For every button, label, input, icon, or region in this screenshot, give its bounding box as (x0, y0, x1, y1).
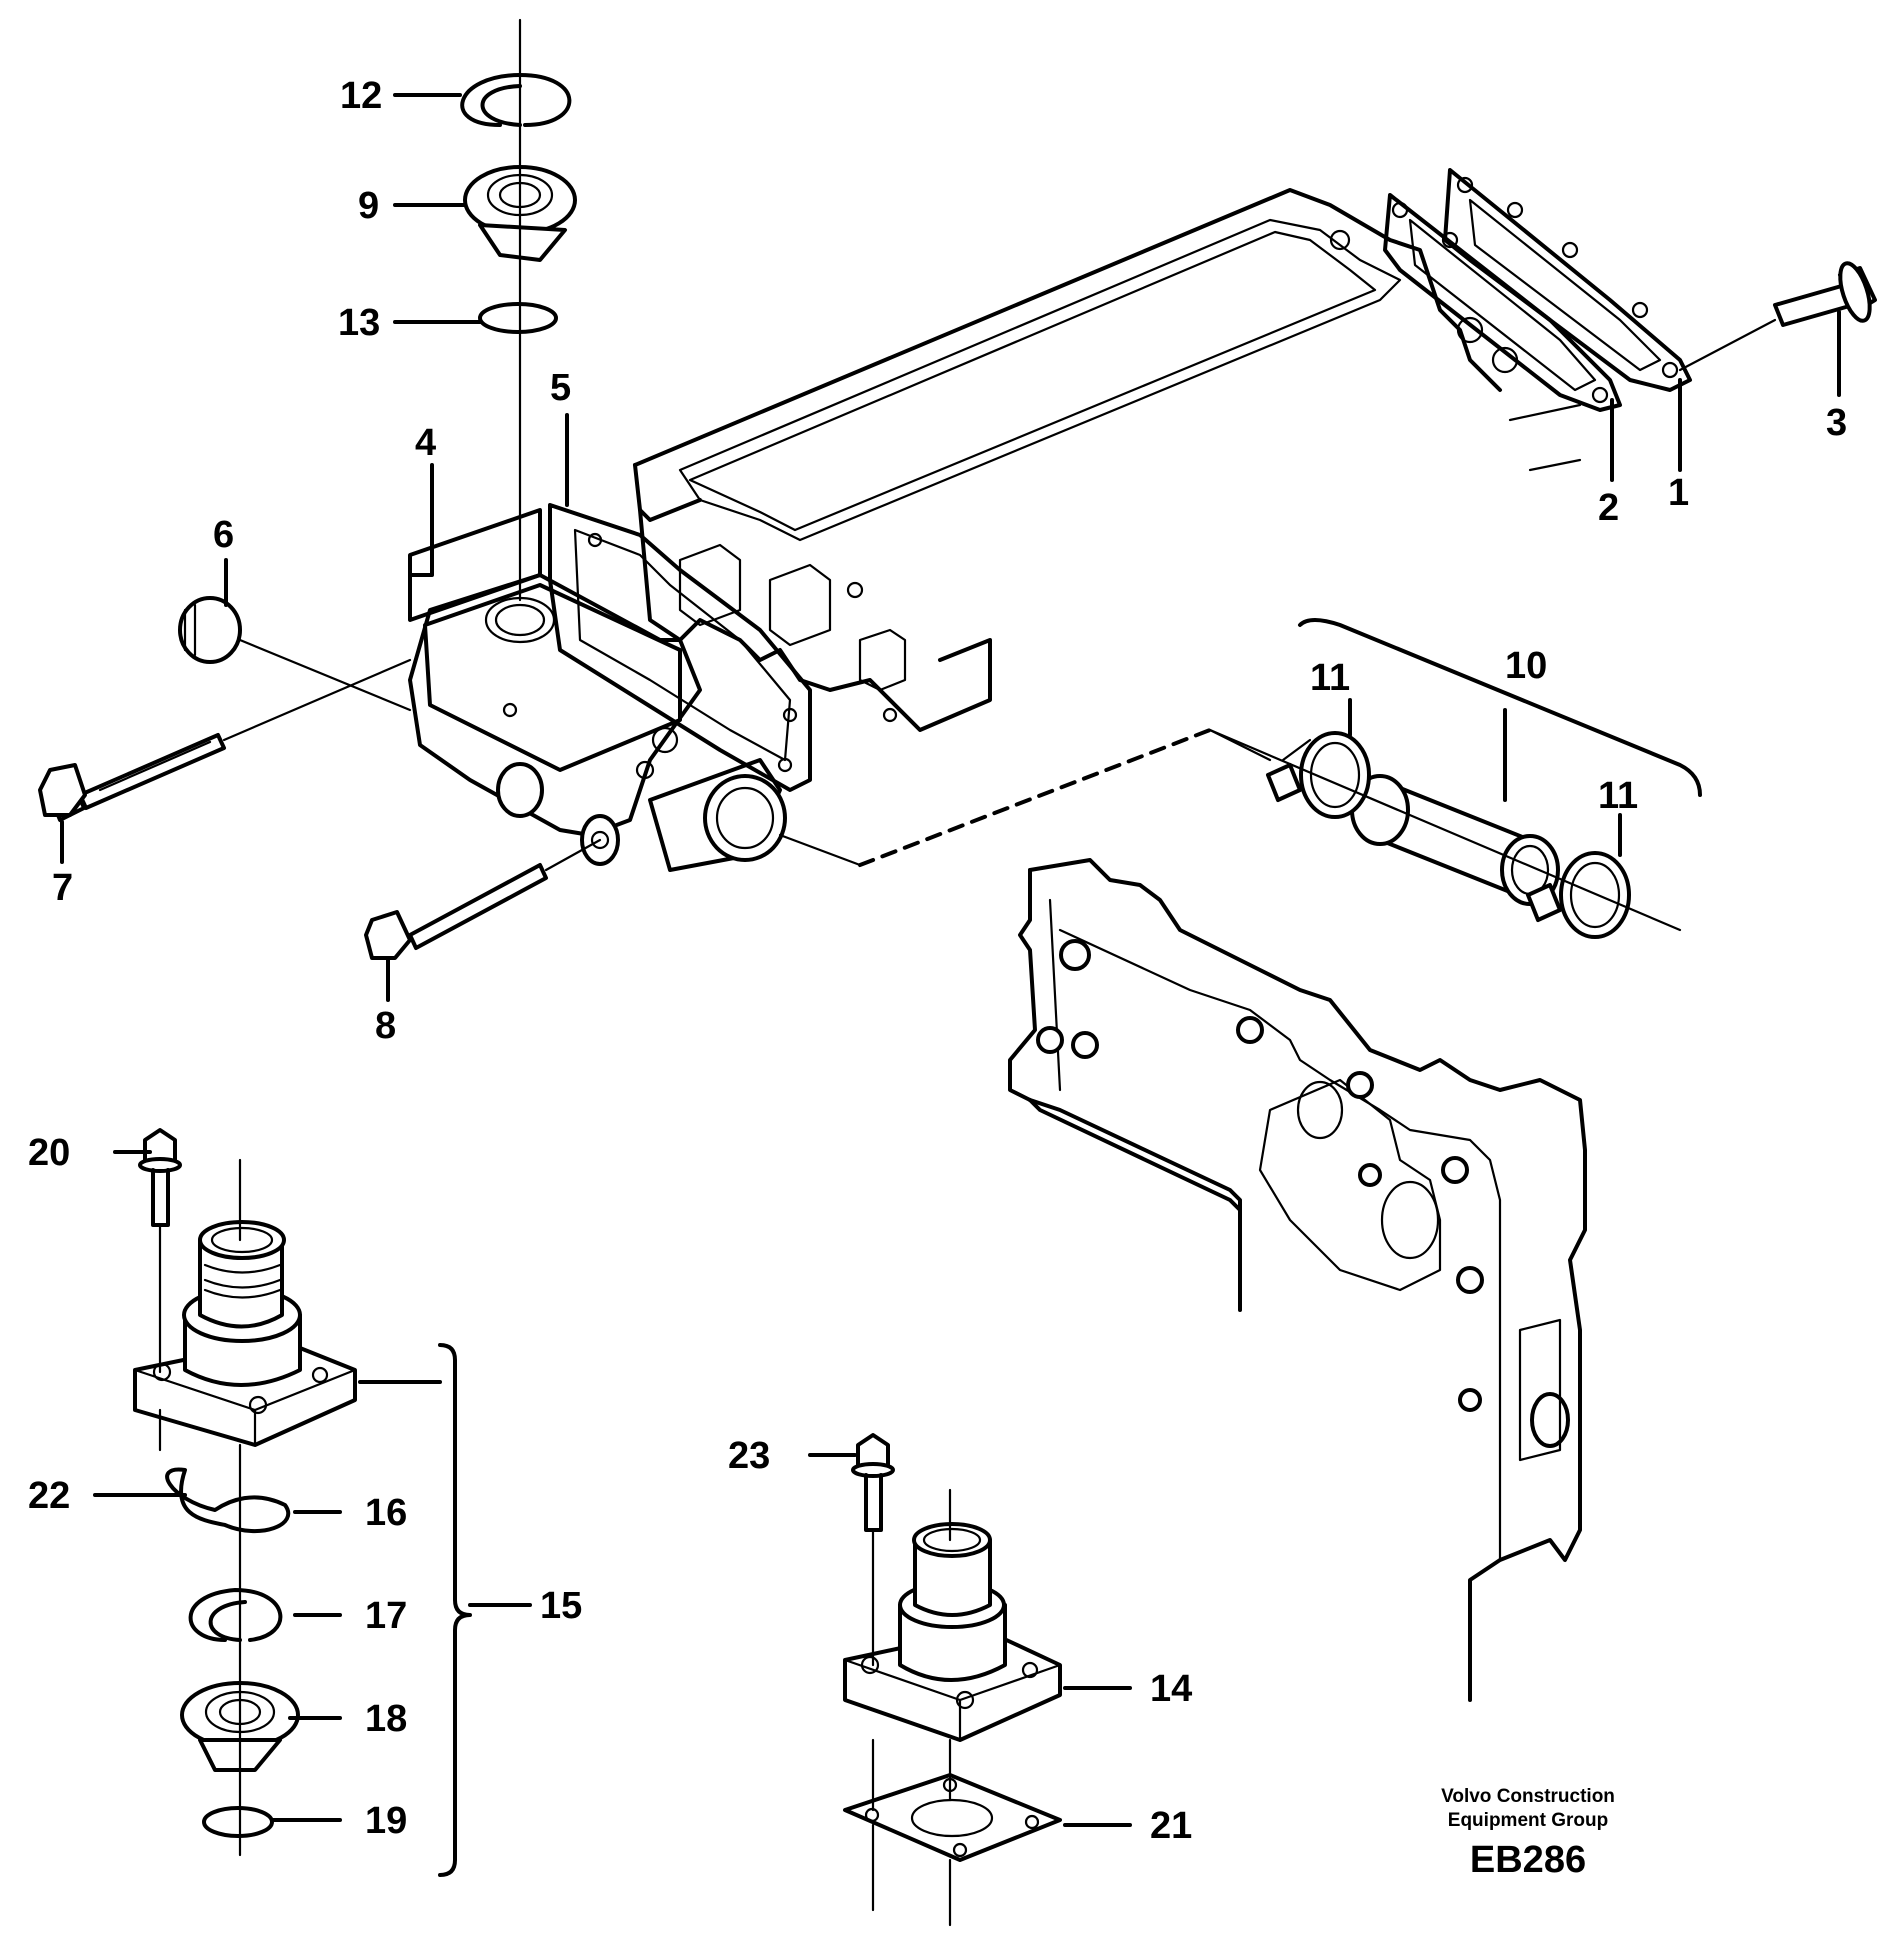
callout-15: 15 (540, 1585, 582, 1627)
callout-11-right: 11 (1598, 775, 1638, 817)
callout-5: 5 (550, 367, 571, 409)
callout-17: 17 (365, 1595, 407, 1637)
callout-1: 1 (1668, 472, 1689, 514)
callout-7: 7 (52, 867, 73, 909)
hidden-connection-solid (778, 833, 862, 867)
callout-21: 21 (1150, 1805, 1192, 1847)
callout-14: 14 (1150, 1668, 1192, 1710)
hose-10 (1350, 774, 1560, 906)
o-ring-19 (202, 1806, 274, 1838)
callout-12: 12 (340, 75, 382, 117)
callout-11-left: 11 (1310, 657, 1350, 699)
callout-10: 10 (1505, 645, 1547, 687)
credit-line-2: Equipment Group (1447, 1810, 1609, 1831)
callout-16: 16 (365, 1492, 407, 1534)
callout-8: 8 (375, 1005, 396, 1047)
bolt-23 (851, 1433, 895, 1667)
hose-axis (1208, 728, 1682, 932)
bolt-20 (138, 1128, 182, 1374)
callout-labels: 12 9 13 5 4 6 7 8 3 2 1 10 11 11 20 15 2… (28, 75, 1847, 1847)
thermostat-housing-4 (408, 508, 787, 872)
gasket-5 (548, 503, 812, 792)
gasket-1 (1443, 168, 1692, 392)
callout-19: 19 (365, 1800, 407, 1842)
plug-6 (178, 596, 412, 712)
callout-23: 23 (728, 1435, 770, 1477)
callout-9: 9 (358, 185, 379, 227)
callout-22: 22 (28, 1475, 70, 1517)
callout-20: 20 (28, 1132, 70, 1174)
diagram-code: EB286 (1469, 1839, 1587, 1881)
pipe-flange-14 (843, 1488, 1062, 1742)
sealing-ring-16 (165, 1467, 291, 1534)
callout-4: 4 (415, 422, 436, 464)
callout-3: 3 (1826, 402, 1847, 444)
leader-lines (93, 93, 1841, 1827)
bolt-3 (1678, 261, 1877, 372)
gasket-2 (1383, 193, 1622, 412)
callout-6: 6 (213, 514, 234, 556)
bracket-15 (438, 1343, 472, 1877)
callout-18: 18 (365, 1698, 407, 1740)
hose-clamp-11-left (1266, 731, 1371, 819)
hidden-connection-right (1208, 728, 1272, 762)
pipe-flange-15 (133, 1158, 357, 1452)
gasket-21 (843, 1738, 1062, 1927)
leader-cover-to-pipe (1028, 1098, 1242, 1312)
publisher-credit: Volvo Construction Equipment Group EB286 (1398, 1785, 1658, 1882)
bolt-7 (38, 658, 412, 864)
hidden-connection-dashed (858, 728, 1212, 867)
retaining-ring-17 (188, 1588, 283, 1642)
retaining-ring-12 (460, 73, 572, 127)
o-ring-13 (478, 302, 558, 334)
callout-2: 2 (1598, 487, 1619, 529)
bolt-8 (364, 838, 602, 1002)
bracket-10 (1298, 618, 1702, 802)
engine-cover (1008, 858, 1587, 1702)
callout-13: 13 (338, 302, 380, 344)
credit-line-1: Volvo Construction (1441, 1786, 1615, 1807)
